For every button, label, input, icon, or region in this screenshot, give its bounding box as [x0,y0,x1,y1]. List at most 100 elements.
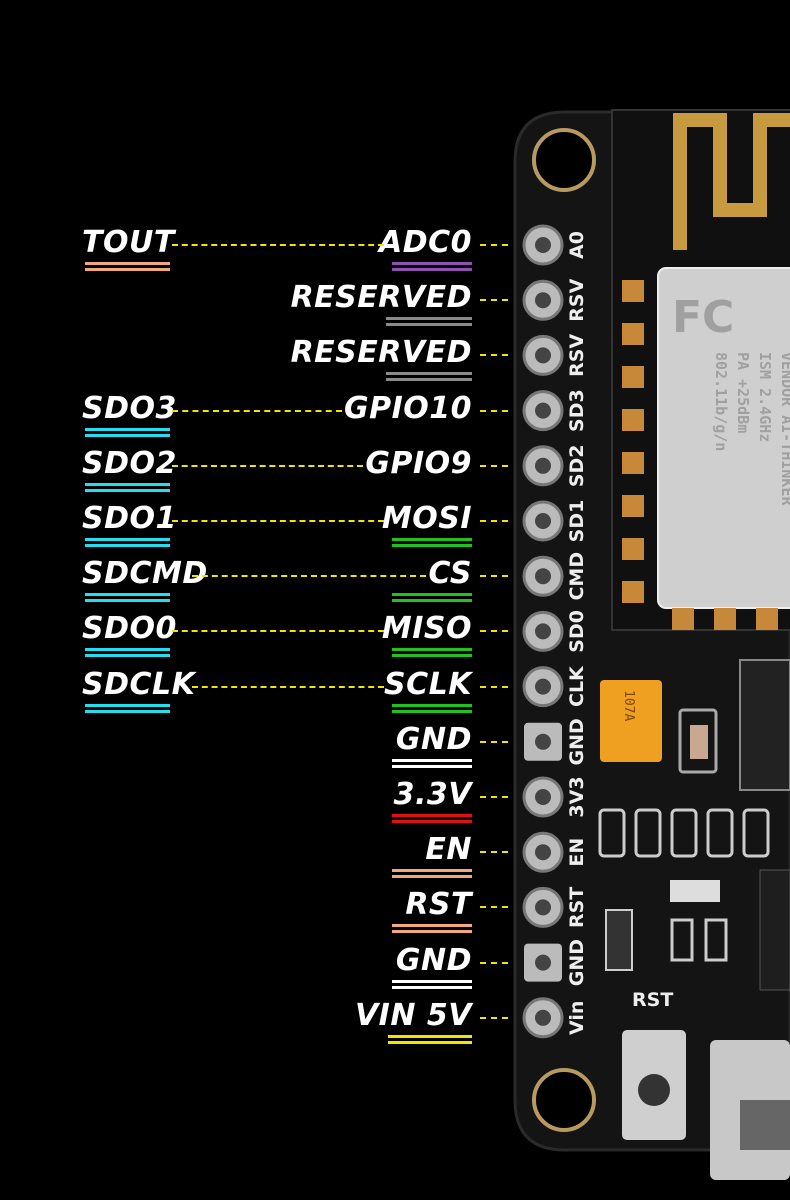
rst-button-label: RST [632,989,673,1011]
castellated-pad [622,280,644,302]
smd-resistor [670,918,694,962]
underline [392,262,472,271]
connector-line [172,409,342,412]
connector-line [480,796,508,798]
alt-label-sdo0: SDO0 [82,611,177,647]
pin-label-rst: RST [405,887,472,923]
smd-resistor [742,808,770,858]
connector-line [480,961,508,964]
silk-label: RSV [566,334,588,377]
alt-label-sdo3: SDO3 [82,390,177,426]
connector-line [480,630,508,633]
silk-label: CMD [566,552,588,601]
underline [392,869,472,879]
silk-label: GND [566,718,588,765]
underline [388,1034,472,1044]
connector-line [480,906,508,909]
underline [392,538,472,547]
castellated-pad [622,452,644,474]
silk-label: A0 [566,231,588,259]
module-text-line: ISM 2.4GHz [756,352,774,442]
connector-line [172,520,384,522]
castellated-pad [622,538,644,560]
connector-line [172,630,384,633]
pin-label-mosi: MOSI [381,501,472,536]
silk-label: 3V3 [566,776,588,817]
connector-line [480,575,508,578]
pin-label-gnd: GND [395,942,472,978]
castellated-pad [756,608,778,630]
underline [392,814,472,823]
connector-line [192,685,384,688]
alt-label-sdo1: SDO1 [82,501,177,536]
silk-label: SD0 [566,610,588,653]
underline [85,262,170,271]
silk-label: GND [566,939,588,986]
underline [85,648,170,658]
silk-label: EN [566,838,588,867]
underline [85,538,170,547]
connector-line [480,464,508,467]
connector-line [480,520,508,522]
connector-line [192,575,426,578]
smd-resistor [706,808,734,858]
underline [392,593,472,603]
underline [85,593,170,603]
pin-label-en: EN [425,832,472,868]
diode [605,909,633,971]
pin-label-miso: MISO [381,611,472,647]
mount-hole-top [532,128,596,192]
pin-label-reserved: RESERVED [290,280,472,316]
castellated-pad [714,608,736,630]
underline [85,482,170,492]
underline [85,703,170,713]
connector-line [480,244,508,246]
underline [392,703,472,713]
smd-resistor [704,918,728,962]
castellated-pad [622,409,644,431]
mount-hole-bottom [532,1068,596,1132]
module-text-line: PA +25dBm [734,352,752,433]
underline [392,758,472,768]
silk-label: Vin [566,1001,588,1035]
connector-line [480,851,508,854]
silk-label: SD3 [566,389,588,432]
led [670,880,720,902]
connector-line [172,244,384,246]
underline [392,648,472,658]
underline [386,317,472,327]
silk-label: SD2 [566,444,588,487]
pin-label-reserved: RESERVED [290,335,472,371]
underline [85,427,170,437]
silk-label: RST [566,887,588,928]
alt-label-sdcmd: SDCMD [82,556,208,592]
underline [392,924,472,934]
connector-line [480,740,508,743]
pin-label-vin-5v: VIN 5V [354,997,472,1033]
connector-line [480,354,508,357]
smd-resistor [670,808,698,858]
silk-label: SD1 [566,500,588,543]
silk-label: RSV [566,278,588,321]
capacitor-marking: 107A [621,690,636,721]
pin-label-3-3v: 3.3V [393,777,472,812]
castellated-pad [622,366,644,388]
connector-line [480,299,508,302]
pin-label-gpio10: GPIO10 [343,390,472,426]
fcc-logo: FC [672,292,734,343]
pin-label-sclk: SCLK [384,666,472,702]
antenna-trace [673,113,790,250]
connector-line [172,464,363,467]
alt-label-tout: TOUT [82,225,175,260]
underline [392,979,472,989]
pin-label-gpio9: GPIO9 [365,445,472,481]
pin-label-adc0: ADC0 [378,225,472,260]
castellated-pad [622,323,644,345]
pin-label-gnd: GND [395,721,472,757]
smd-resistor [634,808,662,858]
connector-line [480,1016,508,1019]
smd-resistor [598,808,626,858]
castellated-pad [622,581,644,603]
